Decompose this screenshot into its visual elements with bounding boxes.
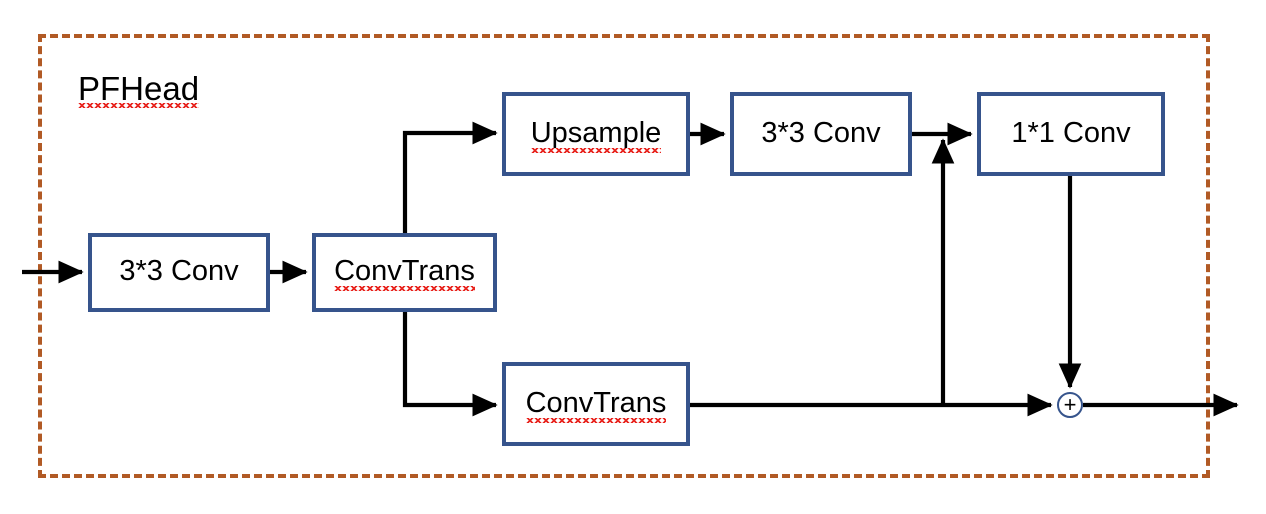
node-label: 1*1 Conv	[1011, 116, 1131, 149]
node-label: 3*3 Conv	[119, 255, 239, 287]
node-upsample[interactable]: Upsample	[502, 92, 690, 176]
plus-icon: +	[1063, 392, 1077, 417]
page-title: PFHead	[78, 70, 200, 108]
node-label: Upsample	[530, 116, 662, 153]
node-label: ConvTrans	[525, 386, 667, 423]
sum-junction-node[interactable]: +	[1057, 392, 1083, 418]
node-conv3x3-stem[interactable]: 3*3 Conv	[88, 233, 270, 312]
node-label: 3*3 Conv	[761, 116, 881, 149]
node-conv3x3-head[interactable]: 3*3 Conv	[730, 92, 912, 176]
node-convtrans-bottom[interactable]: ConvTrans	[502, 362, 690, 446]
node-convtrans-top[interactable]: ConvTrans	[312, 233, 497, 312]
pfhead-group-frame	[38, 34, 1210, 478]
node-conv1x1-head[interactable]: 1*1 Conv	[977, 92, 1165, 176]
node-label: ConvTrans	[334, 255, 475, 291]
page-title-text: PFHead	[78, 70, 200, 108]
